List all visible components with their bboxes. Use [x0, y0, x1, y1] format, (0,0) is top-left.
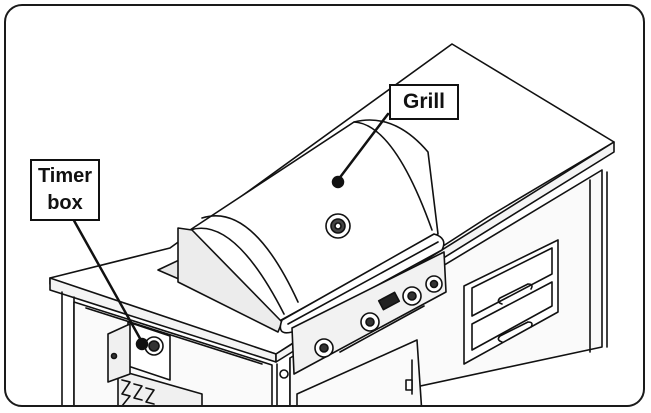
grill-callout: Grill: [389, 84, 459, 120]
control-panel: [279, 251, 447, 379]
timer-dial-icon: [144, 336, 164, 356]
timer-callout-line1: Timer: [37, 165, 93, 187]
knob-icon: [425, 275, 443, 293]
timer-callout-line2: box: [47, 192, 83, 214]
knob-icon: [314, 338, 334, 358]
drawer-stack: [463, 239, 559, 365]
knob-icon: [360, 312, 380, 332]
outdoor-kitchen-illustration: [49, 43, 615, 405]
knob-icon: [402, 286, 422, 306]
grill-hood: [177, 119, 445, 334]
grill-callout-text: Grill: [402, 90, 445, 113]
timer-box-callout: Timer box: [30, 159, 100, 221]
figure-frame: Grill Timer box: [4, 4, 645, 407]
leader-lines: [70, 112, 390, 351]
thermometer-icon: [325, 213, 351, 239]
